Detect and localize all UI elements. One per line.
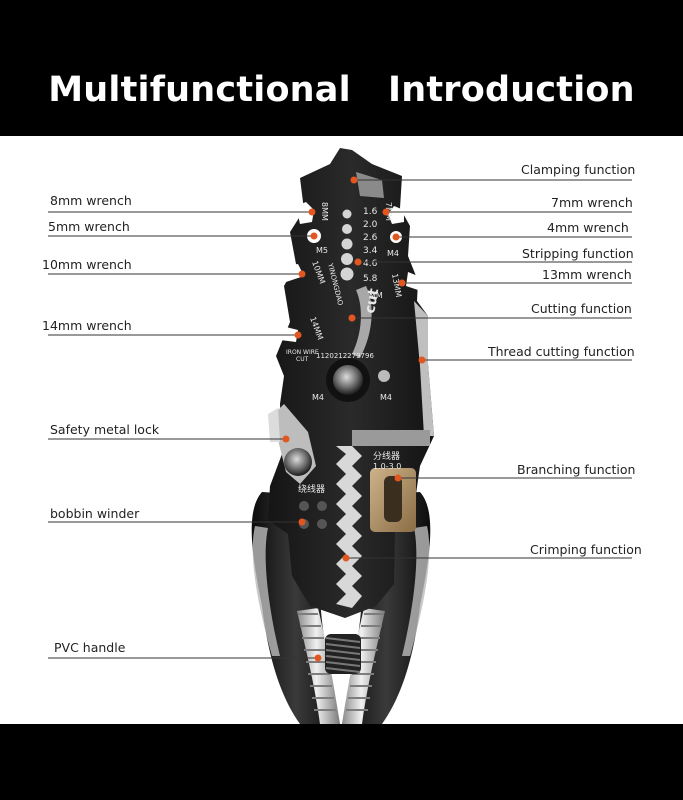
label-4mm-wrench: 4mm wrench [547, 220, 629, 235]
label-stripping: Stripping function [522, 246, 634, 261]
iron-wire-mark: IRON WIRE [286, 349, 319, 356]
label-clamping: Clamping function [521, 162, 636, 177]
label-crimping: Crimping function [530, 542, 642, 557]
8mm-mark: 8MM [320, 202, 329, 221]
iron-wire-cut-mark: CUT [296, 356, 309, 363]
branch-range-mark: 1.0-3.0 [373, 462, 401, 471]
label-bobbin-winder: bobbin winder [50, 506, 140, 521]
13mm-mark: 13MM [390, 273, 403, 298]
serial-mark: 1120212279796 [316, 352, 374, 360]
pliers-head [268, 148, 434, 618]
spring [325, 634, 361, 674]
m4-mark: M4 [387, 249, 399, 258]
label-pvc-handle: PVC handle [54, 640, 126, 655]
m4-left-mark: M4 [312, 393, 324, 402]
strip-size: 4.6 [363, 259, 378, 269]
label-7mm-wrench: 7mm wrench [551, 195, 633, 210]
pliers-illustration: 1.6 2.0 2.6 3.4 4.6 5.8 MM M5 M4 M4 M4 8… [48, 148, 632, 724]
label-branching: Branching function [517, 462, 636, 477]
header-band: Multifunctional Introduction [0, 0, 683, 136]
strip-size: 2.0 [363, 220, 378, 230]
m4-right-mark: M4 [380, 393, 392, 402]
page-title: Multifunctional Introduction [48, 70, 635, 110]
callout-dots [282, 176, 426, 662]
label-5mm-wrench: 5mm wrench [48, 219, 130, 234]
bobbin-cn-mark: 绕线器 [298, 483, 325, 495]
label-cutting: Cutting function [531, 301, 632, 316]
label-safety-lock: Safety metal lock [50, 422, 160, 437]
leader-lines [48, 179, 632, 659]
strip-size: 3.4 [363, 246, 378, 256]
label-thread-cutting: Thread cutting function [488, 344, 635, 359]
mm-unit: MM [369, 291, 383, 300]
diagram-panel: 1.6 2.0 2.6 3.4 4.6 5.8 MM M5 M4 M4 M4 8… [0, 136, 683, 724]
label-8mm-wrench: 8mm wrench [50, 193, 132, 208]
branch-cn-mark: 分线器 [373, 450, 400, 462]
strip-size: 1.6 [363, 207, 378, 217]
strip-size: 2.6 [363, 233, 378, 243]
label-13mm-wrench: 13mm wrench [542, 267, 632, 282]
strip-size: 5.8 [363, 274, 378, 284]
m5-mark: M5 [316, 246, 328, 255]
cut-mark: cut [362, 287, 382, 315]
label-14mm-wrench: 14mm wrench [42, 318, 132, 333]
footer-band [0, 724, 683, 800]
label-10mm-wrench: 10mm wrench [42, 257, 132, 272]
